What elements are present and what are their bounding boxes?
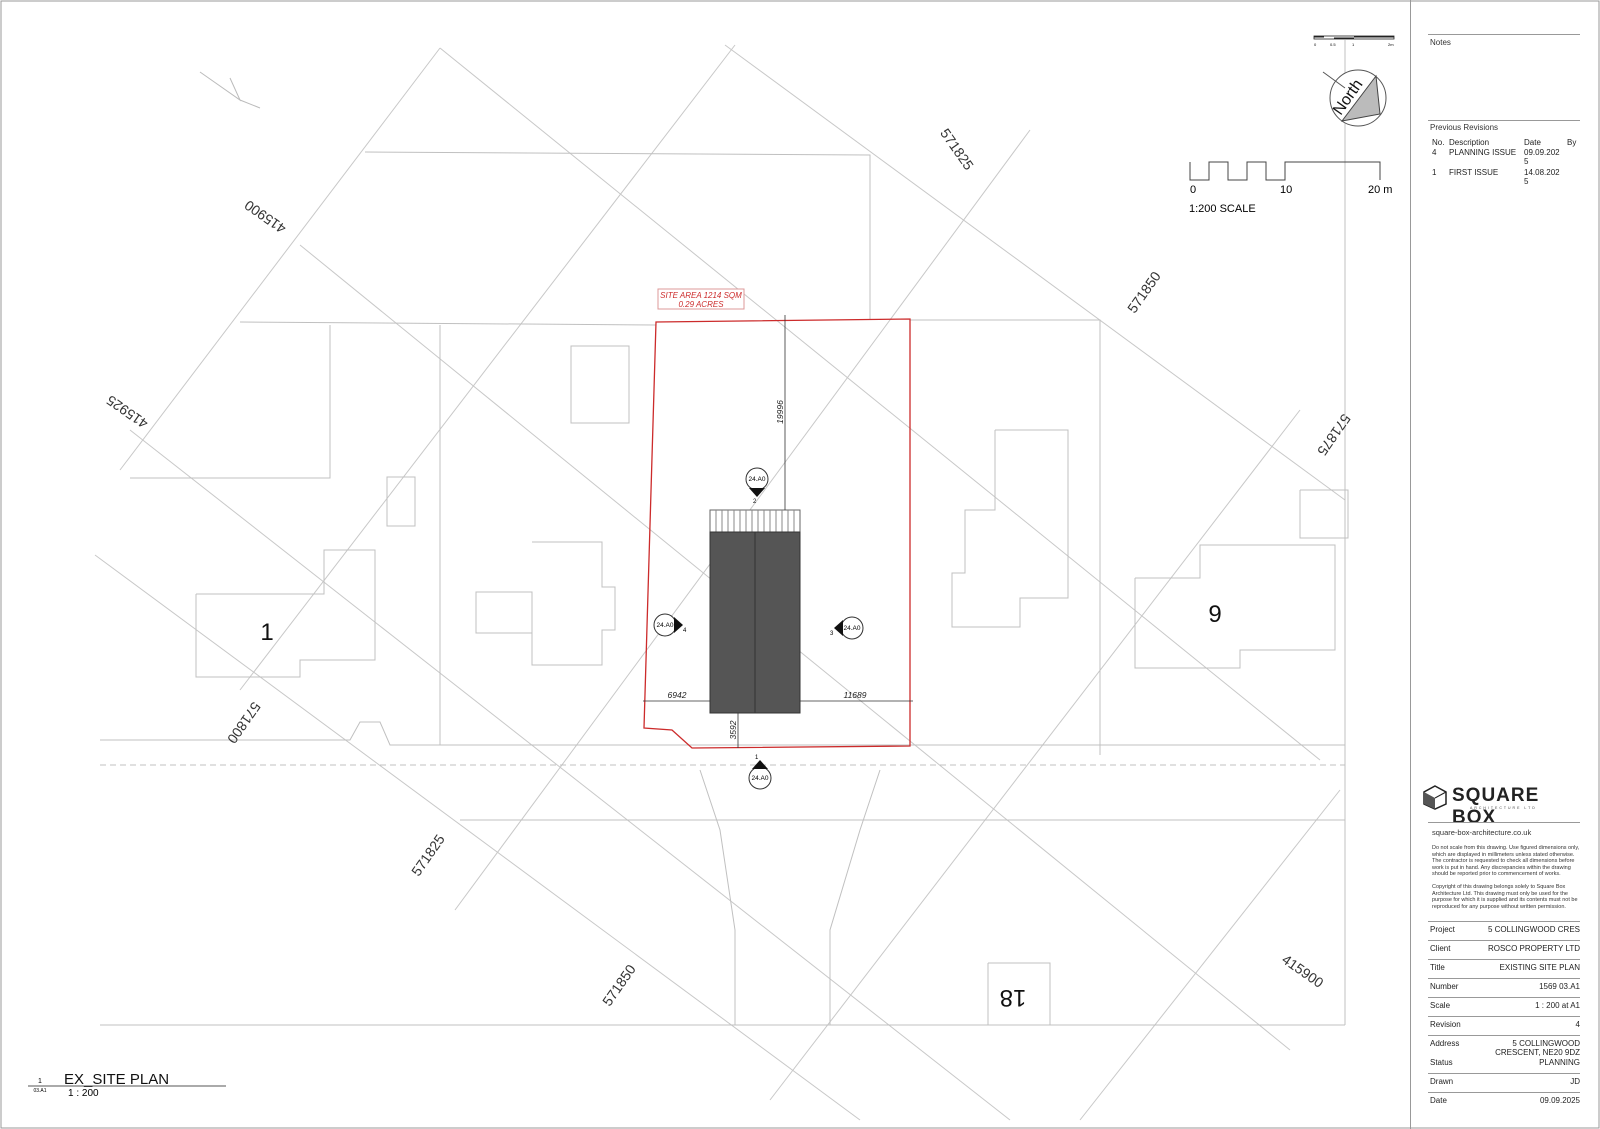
coord-label: 571875 (1314, 411, 1354, 459)
proposed-building[interactable] (709, 509, 801, 714)
grid-lines (94, 44, 1346, 1121)
svg-text:03.A1: 03.A1 (33, 1088, 46, 1094)
title-block-panel (1410, 0, 1600, 1129)
plot-number-18: 18 (1000, 984, 1027, 1011)
svg-text:SITE AREA 1214 SQM: SITE AREA 1214 SQM (660, 291, 742, 300)
svg-text:24.A0: 24.A0 (749, 476, 766, 483)
svg-text:0.5: 0.5 (1330, 42, 1336, 47)
svg-text:24.A0: 24.A0 (844, 625, 861, 632)
coord-label: 415925 (103, 392, 151, 432)
svg-text:10: 10 (1280, 184, 1292, 196)
divider (1428, 34, 1580, 35)
svg-text:1:200 SCALE: 1:200 SCALE (1189, 203, 1256, 215)
site-boundary[interactable] (643, 318, 911, 749)
svg-text:1 : 200: 1 : 200 (68, 1088, 99, 1099)
divider (1428, 822, 1580, 823)
coord-label: 571825 (937, 125, 977, 173)
coord-label: 571850 (599, 961, 639, 1009)
coord-label: 571825 (408, 831, 448, 879)
dim-right: 11689 (843, 690, 866, 700)
dim-top: 19996 (775, 400, 785, 424)
svg-text:1: 1 (38, 1078, 42, 1085)
north-arrow: North (1322, 69, 1387, 127)
plot-number-1: 1 (260, 619, 273, 646)
svg-text:2: 2 (753, 499, 757, 505)
website-link[interactable]: square-box-architecture.co.uk (1432, 828, 1532, 837)
property-outlines (100, 40, 1349, 1026)
disclaimer-text: Do not scale from this drawing. Use figu… (1432, 845, 1580, 877)
svg-text:1: 1 (755, 755, 759, 761)
section-marker-1[interactable]: 24.A0 1 (748, 755, 772, 790)
section-marker-4[interactable]: 24.A0 4 (653, 613, 687, 637)
cube-logo-icon (1423, 785, 1447, 810)
view-title: 1 03.A1 EX_SITE PLAN 1 : 200 (28, 1071, 226, 1099)
dim-front: 3592 (728, 720, 738, 739)
coord-label: 415900 (1279, 951, 1327, 991)
svg-text:2m: 2m (1388, 42, 1394, 47)
svg-text:0: 0 (1314, 42, 1317, 47)
svg-text:0.29 ACRES: 0.29 ACRES (678, 300, 724, 309)
svg-text:3: 3 (830, 631, 834, 637)
svg-text:20 m: 20 m (1368, 184, 1392, 196)
dim-left: 6942 (668, 690, 687, 700)
svg-text:24.A0: 24.A0 (752, 775, 769, 782)
section-marker-3[interactable]: 24.A0 3 (830, 616, 864, 640)
revision-row: 1 FIRST ISSUE 14.08.2025 (1432, 168, 1560, 186)
revisions-table: No. Description Date By 4 PLANNING ISSUE… (1432, 138, 1582, 188)
svg-text:0: 0 (1190, 184, 1196, 196)
divider (1428, 921, 1580, 922)
plot-number-9: 9 (1208, 601, 1221, 628)
svg-text:4: 4 (683, 628, 687, 634)
svg-text:1: 1 (1352, 42, 1355, 47)
revision-row: 4 PLANNING ISSUE 09.09.2025 (1432, 148, 1560, 166)
svg-text:24.A0: 24.A0 (657, 622, 674, 629)
coord-label: 415900 (241, 197, 289, 237)
site-area-label: SITE AREA 1214 SQM 0.29 ACRES (657, 288, 745, 310)
north-marker-ghost (199, 71, 261, 109)
copyright-text: Copyright of this drawing belongs solely… (1432, 884, 1578, 910)
small-scale-bar: 0 0.5 1 2m (1313, 35, 1395, 47)
divider (1428, 120, 1580, 121)
scale-bar: 0 10 20 m 1:200 SCALE (1189, 161, 1392, 215)
svg-text:EX_SITE PLAN: EX_SITE PLAN (64, 1071, 169, 1088)
section-marker-2[interactable]: 24.A0 2 (745, 467, 769, 505)
revisions-label: Previous Revisions (1430, 123, 1499, 132)
dimension-lines (643, 315, 913, 748)
coord-label: 571850 (1124, 268, 1164, 316)
notes-label: Notes (1430, 38, 1451, 47)
